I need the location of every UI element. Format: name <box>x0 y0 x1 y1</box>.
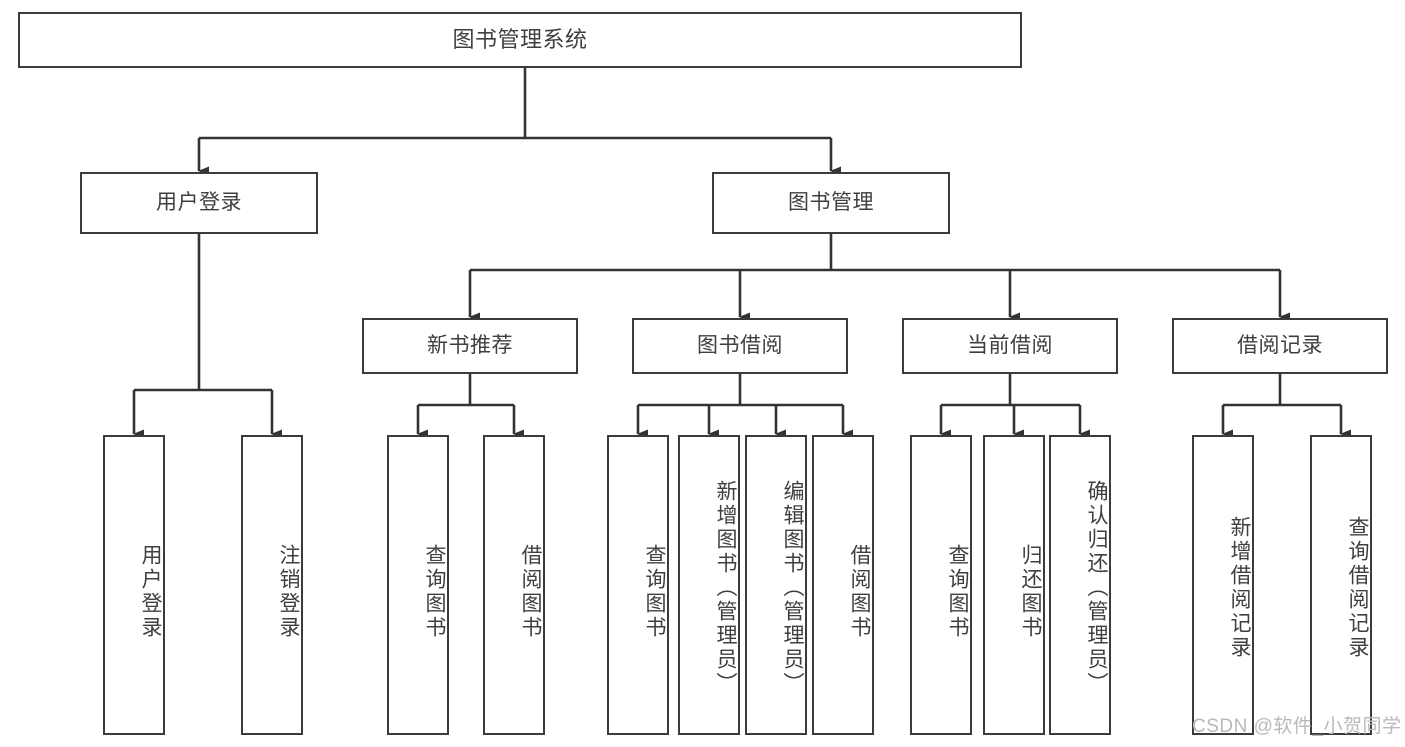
node-leaf-query-book-2[interactable]: 查询图书 <box>607 435 669 735</box>
node-leaf-add-book[interactable]: 新增图书（管理员） <box>678 435 740 735</box>
node-leaf-query-book-1[interactable]: 查询图书 <box>387 435 449 735</box>
node-root[interactable]: 图书管理系统 <box>18 12 1022 68</box>
watermark: CSDN @软件_小贺同学 <box>1192 716 1402 737</box>
node-borrow-record-label: 借阅记录 <box>1237 334 1323 358</box>
node-leaf-user-logout[interactable]: 注销登录 <box>241 435 303 735</box>
node-new-book-rec[interactable]: 新书推荐 <box>362 318 578 374</box>
node-leaf-add-record[interactable]: 新增借阅记录 <box>1192 435 1254 735</box>
node-user-login[interactable]: 用户登录 <box>80 172 318 234</box>
node-book-manage[interactable]: 图书管理 <box>712 172 950 234</box>
node-book-borrow[interactable]: 图书借阅 <box>632 318 848 374</box>
node-leaf-borrow-book-2[interactable]: 借阅图书 <box>812 435 874 735</box>
node-current-borrow[interactable]: 当前借阅 <box>902 318 1118 374</box>
node-borrow-record[interactable]: 借阅记录 <box>1172 318 1388 374</box>
node-root-label: 图书管理系统 <box>452 26 588 52</box>
node-leaf-return-book[interactable]: 归还图书 <box>983 435 1045 735</box>
node-book-manage-label: 图书管理 <box>788 191 874 215</box>
node-leaf-borrow-book-1[interactable]: 借阅图书 <box>483 435 545 735</box>
node-leaf-confirm-return[interactable]: 确认归还（管理员） <box>1049 435 1111 735</box>
node-leaf-query-book-3[interactable]: 查询图书 <box>910 435 972 735</box>
node-leaf-user-login[interactable]: 用户登录 <box>103 435 165 735</box>
node-current-borrow-label: 当前借阅 <box>967 334 1053 358</box>
node-new-book-rec-label: 新书推荐 <box>427 334 513 358</box>
node-user-login-label: 用户登录 <box>156 191 242 215</box>
edge-lines <box>132 68 1351 439</box>
node-book-borrow-label: 图书借阅 <box>697 334 783 358</box>
node-leaf-query-record[interactable]: 查询借阅记录 <box>1310 435 1372 735</box>
node-leaf-edit-book[interactable]: 编辑图书（管理员） <box>745 435 807 735</box>
